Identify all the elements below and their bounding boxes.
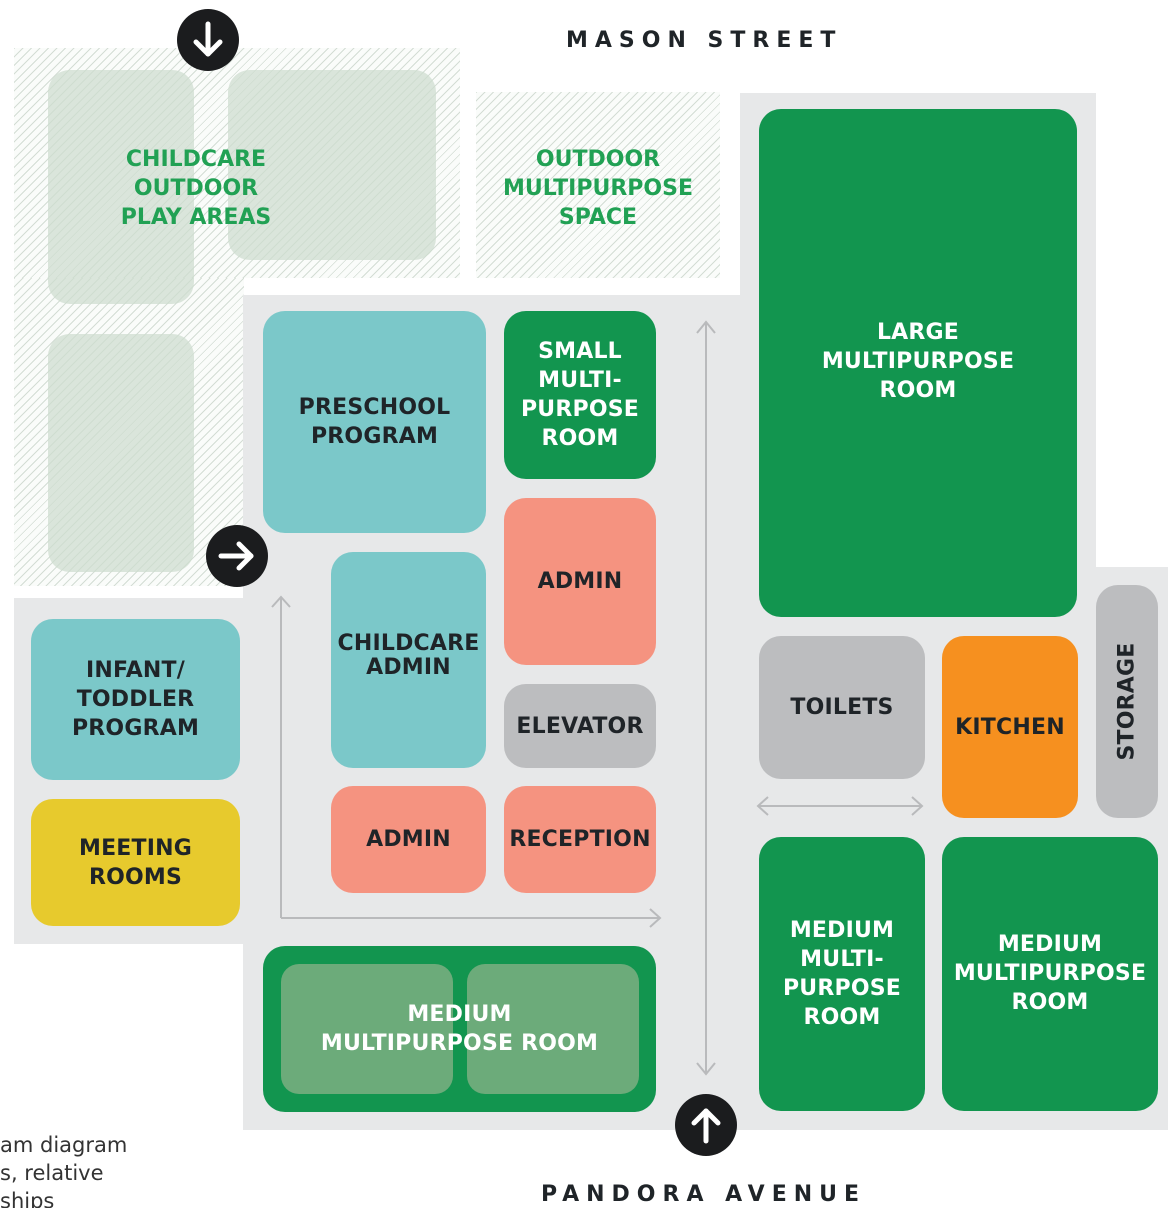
preschool-program-room: PRESCHOOL PROGRAM bbox=[263, 311, 486, 533]
medium-multipurpose-label-right: MEDIUM MULTIPURPOSE ROOM bbox=[953, 932, 1147, 1015]
childcare-admin-label: CHILDCARE ADMIN bbox=[337, 631, 480, 680]
room-division-left bbox=[281, 964, 453, 1094]
reception-room: RECEPTION bbox=[504, 786, 656, 893]
infant-toddler-room: INFANT/ TODDLER PROGRAM bbox=[31, 619, 240, 780]
play-area-3 bbox=[48, 334, 194, 572]
outdoor-multipurpose-area bbox=[476, 92, 720, 278]
meeting-rooms-label: MEETING ROOMS bbox=[78, 835, 192, 890]
play-area-1 bbox=[48, 70, 194, 304]
storage-label: STORAGE bbox=[1114, 642, 1140, 761]
entry-badge-north bbox=[177, 9, 239, 71]
street-label-north: MASON STREET bbox=[566, 28, 843, 53]
storage-room: STORAGE bbox=[1096, 585, 1158, 818]
preschool-program-label: PRESCHOOL PROGRAM bbox=[298, 395, 451, 449]
admin-label-upper: ADMIN bbox=[537, 569, 623, 594]
medium-multipurpose-label-left: MEDIUM MULTI- PURPOSE ROOM bbox=[782, 918, 902, 1030]
medium-multipurpose-room-right: MEDIUM MULTIPURPOSE ROOM bbox=[942, 837, 1158, 1111]
street-label-south: PANDORA AVENUE bbox=[541, 1182, 867, 1207]
reception-label: RECEPTION bbox=[509, 827, 651, 852]
large-multipurpose-label: LARGE MULTIPURPOSE ROOM bbox=[821, 320, 1015, 403]
outdoor-multipurpose-label: OUTDOOR MULTIPURPOSE SPACE bbox=[503, 147, 693, 230]
entry-badge-west bbox=[206, 525, 268, 587]
meeting-rooms: MEETING ROOMS bbox=[31, 799, 240, 926]
kitchen-label: KITCHEN bbox=[955, 714, 1065, 740]
admin-room-lower: ADMIN bbox=[331, 786, 486, 893]
childcare-admin-room: CHILDCARE ADMIN bbox=[331, 552, 486, 768]
toilets-room: TOILETS bbox=[759, 636, 925, 779]
large-multipurpose-room: LARGE MULTIPURPOSE ROOM bbox=[759, 109, 1077, 617]
elevator-label: ELEVATOR bbox=[516, 713, 644, 739]
admin-room-upper: ADMIN bbox=[504, 498, 656, 665]
kitchen-room: KITCHEN bbox=[942, 636, 1078, 818]
arrow-up-icon bbox=[691, 1108, 721, 1144]
play-area-2 bbox=[228, 70, 436, 260]
entry-badge-south bbox=[675, 1094, 737, 1156]
small-multipurpose-room: SMALL MULTI- PURPOSE ROOM bbox=[504, 311, 656, 479]
arrow-right-icon bbox=[218, 541, 254, 571]
diagram-caption: am diagram s, relative ships bbox=[0, 1133, 128, 1208]
small-multipurpose-label: SMALL MULTI- PURPOSE ROOM bbox=[520, 339, 640, 451]
admin-label-lower: ADMIN bbox=[366, 827, 451, 852]
elevator-room: ELEVATOR bbox=[504, 684, 656, 768]
childcare-outdoor-label: CHILDCARE OUTDOOR PLAY AREAS bbox=[120, 147, 272, 230]
medium-multipurpose-room-left: MEDIUM MULTI- PURPOSE ROOM bbox=[759, 837, 925, 1111]
arrow-down-icon bbox=[193, 21, 223, 57]
medium-multipurpose-label-bottom: MEDIUM MULTIPURPOSE ROOM bbox=[320, 1002, 599, 1056]
infant-toddler-label: INFANT/ TODDLER PROGRAM bbox=[71, 658, 200, 741]
toilets-label: TOILETS bbox=[790, 695, 894, 720]
room-division-right bbox=[467, 964, 639, 1094]
